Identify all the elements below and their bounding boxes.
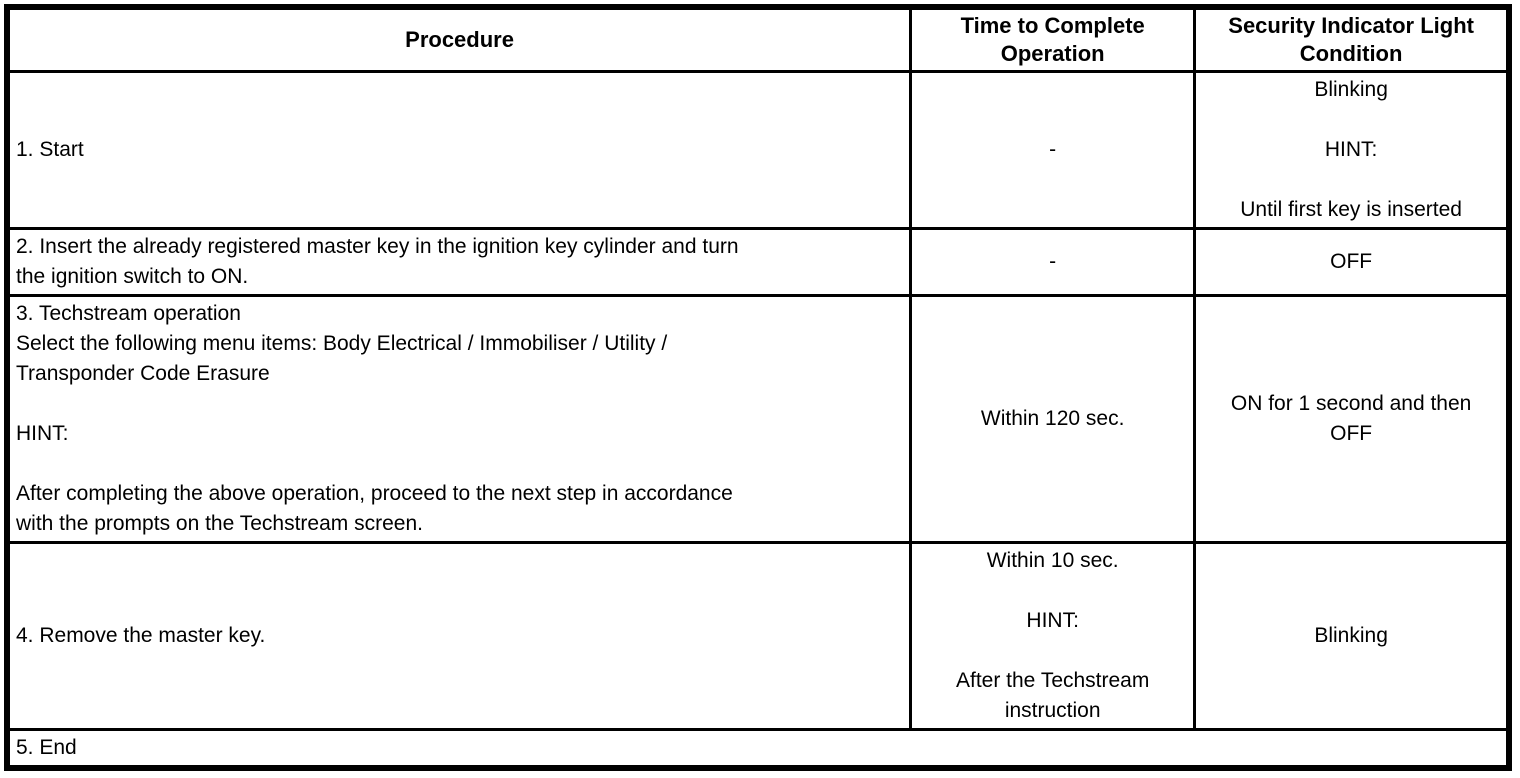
header-row: Procedure Time to Complete Operation Sec…	[5, 5, 1511, 73]
cell-step3-procedure: 3. Techstream operation Select the follo…	[5, 294, 913, 544]
cell-step3-light: ON for 1 second and then OFF	[1193, 294, 1511, 544]
table-body: 1. Start - Blinking HINT: Until first ke…	[5, 70, 1511, 770]
cell-step1-time: -	[909, 70, 1197, 230]
cell-step4-procedure: 4. Remove the master key.	[5, 541, 913, 731]
column-header-security-indicator-light: Security Indicator Light Condition	[1193, 5, 1511, 73]
column-header-time-to-complete: Time to Complete Operation	[909, 5, 1197, 73]
table-row-step2: 2. Insert the already registered master …	[5, 227, 1511, 297]
procedure-table: Procedure Time to Complete Operation Sec…	[4, 4, 1512, 771]
cell-step2-time: -	[909, 227, 1197, 297]
cell-step4-light: Blinking	[1193, 541, 1511, 731]
cell-step4-time: Within 10 sec. HINT: After the Techstrea…	[909, 541, 1197, 731]
table-row-step5: 5. End	[5, 728, 1511, 770]
table-header: Procedure Time to Complete Operation Sec…	[5, 5, 1511, 73]
cell-step3-time: Within 120 sec.	[909, 294, 1197, 544]
column-header-procedure: Procedure	[5, 5, 913, 73]
table-row-step3: 3. Techstream operation Select the follo…	[5, 294, 1511, 544]
cell-step1-light: Blinking HINT: Until first key is insert…	[1193, 70, 1511, 230]
cell-step2-procedure: 2. Insert the already registered master …	[5, 227, 913, 297]
cell-step2-light: OFF	[1193, 227, 1511, 297]
cell-step5-procedure: 5. End	[5, 728, 1511, 770]
table-row-step4: 4. Remove the master key. Within 10 sec.…	[5, 541, 1511, 731]
table-row-step1: 1. Start - Blinking HINT: Until first ke…	[5, 70, 1511, 230]
cell-step1-procedure: 1. Start	[5, 70, 913, 230]
